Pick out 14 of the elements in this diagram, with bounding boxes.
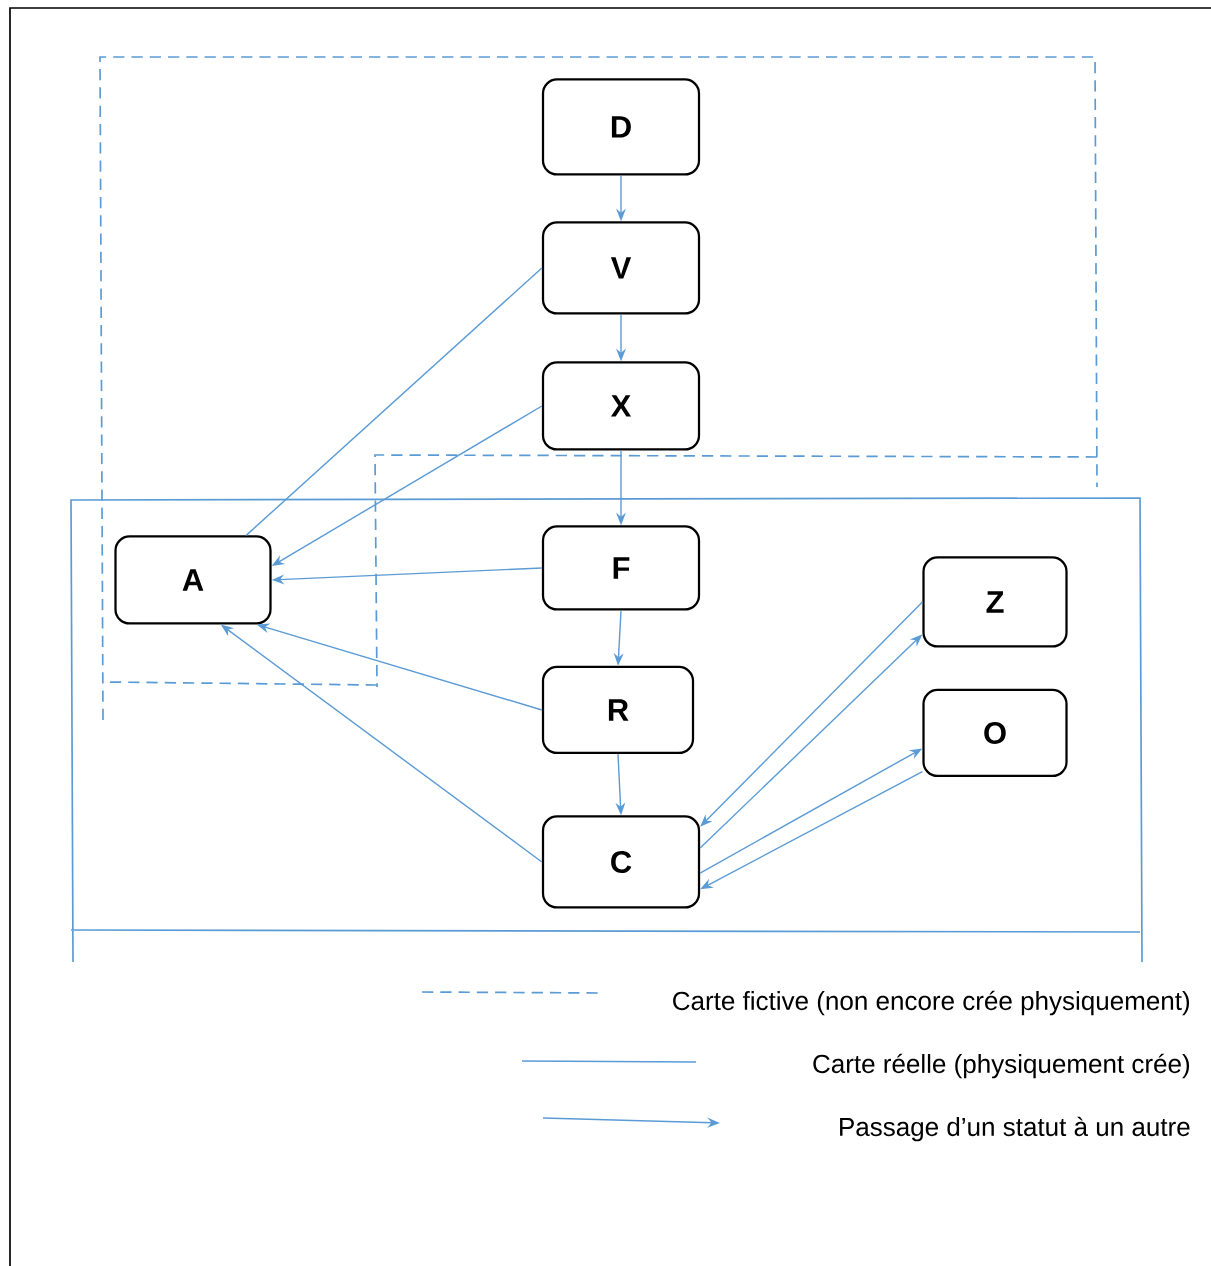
legend-text: Carte fictive (non encore crée physiquement) <box>673 990 1190 1016</box>
process-box: C <box>541 815 701 909</box>
process-box: R <box>541 665 695 755</box>
process-box: V <box>541 221 701 315</box>
process-box: D <box>541 78 701 176</box>
process-box: O <box>922 688 1068 778</box>
arrow <box>700 601 924 827</box>
legend-text: Carte réelle (physiquement crée) <box>813 1053 1190 1079</box>
legend-text: Passage d’un statut à un autre <box>840 1116 1190 1142</box>
process-box: F <box>541 525 701 611</box>
process-box: A <box>114 535 272 625</box>
process-box: X <box>541 361 701 451</box>
connector-line <box>245 267 543 537</box>
process-box: Z <box>922 556 1068 648</box>
